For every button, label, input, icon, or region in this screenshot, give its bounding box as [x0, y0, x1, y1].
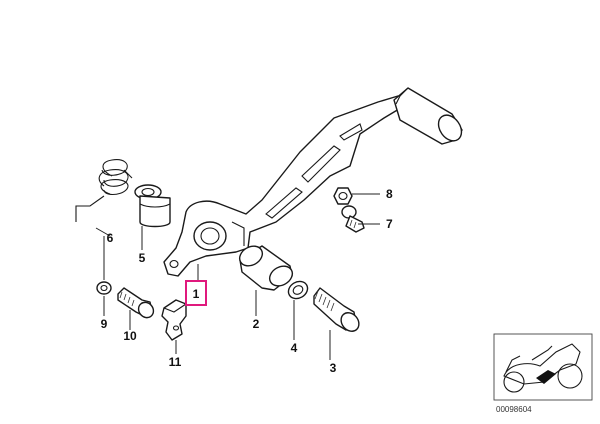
bushing-part[interactable]	[236, 242, 296, 291]
foot-peg-part[interactable]	[393, 87, 466, 145]
callout-9[interactable]: 9	[101, 317, 108, 331]
socket-screw-part[interactable]	[117, 287, 157, 321]
washer-part[interactable]	[285, 278, 310, 302]
motorcycle-icon	[503, 343, 583, 393]
lever-arm-part[interactable]	[163, 95, 405, 277]
callout-labels: 1 2 3 4 5 6 7 8 9 10 11	[101, 187, 393, 375]
callout-8[interactable]: 8	[386, 187, 393, 201]
clip-part[interactable]	[161, 299, 187, 341]
callout-2[interactable]: 2	[253, 317, 260, 331]
callout-4[interactable]: 4	[291, 341, 298, 355]
leader-lines	[95, 193, 380, 360]
callout-1[interactable]: 1	[193, 287, 200, 301]
callout-10[interactable]: 10	[123, 329, 137, 343]
callout-5[interactable]: 5	[139, 251, 146, 265]
locator-thumbnail: 00098604	[493, 333, 593, 414]
nut-part[interactable]	[333, 187, 353, 205]
callout-7[interactable]: 7	[386, 217, 393, 231]
callout-11[interactable]: 11	[169, 355, 182, 369]
callout-3[interactable]: 3	[330, 361, 337, 375]
small-washer-part[interactable]	[96, 281, 112, 295]
spring-part[interactable]	[75, 159, 133, 222]
highlight-box	[185, 280, 207, 306]
sleeve-part[interactable]	[134, 184, 171, 228]
callout-6[interactable]: 6	[107, 231, 114, 245]
figure-id: 00098604	[496, 405, 532, 414]
small-bolt-part[interactable]	[341, 205, 365, 233]
bolt-part[interactable]	[313, 287, 363, 335]
